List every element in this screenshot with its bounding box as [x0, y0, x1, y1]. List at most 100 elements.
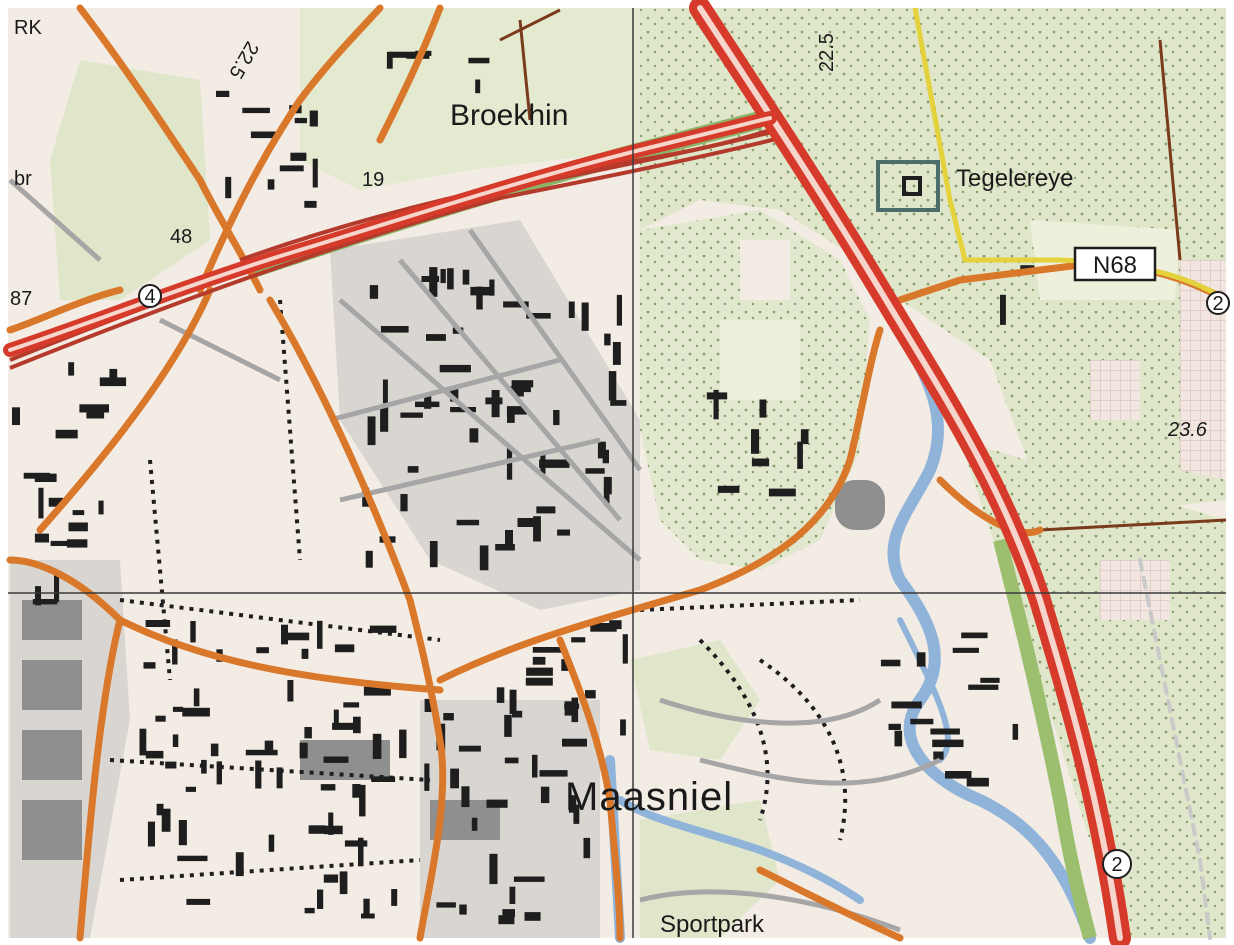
- building: [510, 386, 531, 393]
- label-sportpark: Sportpark: [660, 911, 765, 938]
- building: [55, 429, 78, 439]
- building: [504, 757, 519, 764]
- building: [610, 400, 627, 406]
- building: [768, 488, 796, 497]
- building: [50, 540, 83, 546]
- building: [369, 625, 397, 633]
- dotted-lines: [109, 299, 861, 882]
- building: [439, 364, 471, 373]
- building: [517, 518, 540, 527]
- n68-shield: N68: [1073, 246, 1157, 282]
- building: [447, 268, 454, 290]
- building: [389, 51, 421, 58]
- building: [429, 541, 438, 568]
- building: [380, 407, 389, 432]
- building: [317, 620, 323, 649]
- building: [279, 165, 304, 172]
- building: [568, 301, 575, 318]
- building: [178, 820, 187, 846]
- building: [502, 909, 515, 917]
- building: [391, 889, 398, 906]
- building: [424, 698, 433, 712]
- label-48: 48: [170, 226, 192, 248]
- label-87: 87: [10, 288, 32, 310]
- building: [190, 621, 196, 643]
- building: [267, 179, 275, 190]
- building: [332, 722, 355, 730]
- buildings: [12, 50, 1035, 925]
- building: [540, 786, 550, 804]
- building: [604, 333, 611, 346]
- label-19: 19: [362, 169, 384, 191]
- building: [264, 740, 274, 753]
- building: [512, 388, 524, 397]
- building: [147, 821, 155, 847]
- building: [461, 786, 470, 808]
- building: [48, 497, 64, 507]
- building: [185, 786, 196, 792]
- building: [68, 522, 88, 532]
- building: [456, 519, 480, 526]
- building: [328, 812, 334, 835]
- building: [486, 799, 508, 808]
- building: [581, 302, 589, 331]
- building: [539, 770, 568, 777]
- building: [751, 458, 770, 467]
- building: [86, 410, 105, 419]
- building: [386, 51, 393, 69]
- building: [891, 701, 922, 709]
- building: [916, 652, 926, 667]
- building: [210, 743, 219, 757]
- building: [407, 466, 419, 473]
- building: [980, 677, 1000, 683]
- label-elevation-23-6: 23.6: [1167, 419, 1208, 441]
- building: [509, 689, 517, 715]
- building: [894, 730, 903, 747]
- building: [256, 647, 269, 654]
- building: [304, 200, 317, 208]
- building: [475, 79, 481, 94]
- building: [23, 472, 50, 479]
- building: [932, 739, 964, 748]
- building: [462, 269, 470, 285]
- building: [143, 662, 156, 669]
- building: [363, 686, 391, 696]
- building: [585, 468, 605, 474]
- building: [308, 825, 326, 834]
- n68-label: N68: [1093, 252, 1137, 279]
- building: [476, 286, 483, 310]
- building: [99, 377, 127, 387]
- label-maasniel: Maasniel: [565, 775, 733, 819]
- building: [571, 697, 579, 723]
- building: [301, 648, 309, 659]
- building: [506, 448, 513, 480]
- building: [312, 158, 318, 188]
- building: [145, 750, 164, 759]
- building: [415, 401, 440, 408]
- route-2-marker-east: 2: [1206, 291, 1230, 315]
- label-rk: RK: [14, 17, 42, 39]
- building: [72, 510, 85, 516]
- building: [32, 599, 58, 605]
- building: [339, 871, 348, 895]
- building: [287, 680, 294, 702]
- building: [400, 412, 423, 418]
- label-br: br: [14, 168, 32, 190]
- building: [323, 874, 339, 883]
- route-2-marker-south: 2: [1102, 849, 1132, 879]
- building: [491, 390, 500, 418]
- building: [504, 714, 512, 737]
- building: [352, 784, 361, 798]
- building: [945, 771, 972, 779]
- building: [933, 751, 944, 760]
- building: [505, 530, 513, 550]
- building: [421, 276, 440, 282]
- building: [54, 570, 60, 602]
- building: [320, 784, 336, 791]
- building: [496, 687, 505, 703]
- building: [255, 760, 262, 789]
- building: [1012, 723, 1019, 740]
- building: [172, 706, 184, 712]
- building: [511, 380, 534, 388]
